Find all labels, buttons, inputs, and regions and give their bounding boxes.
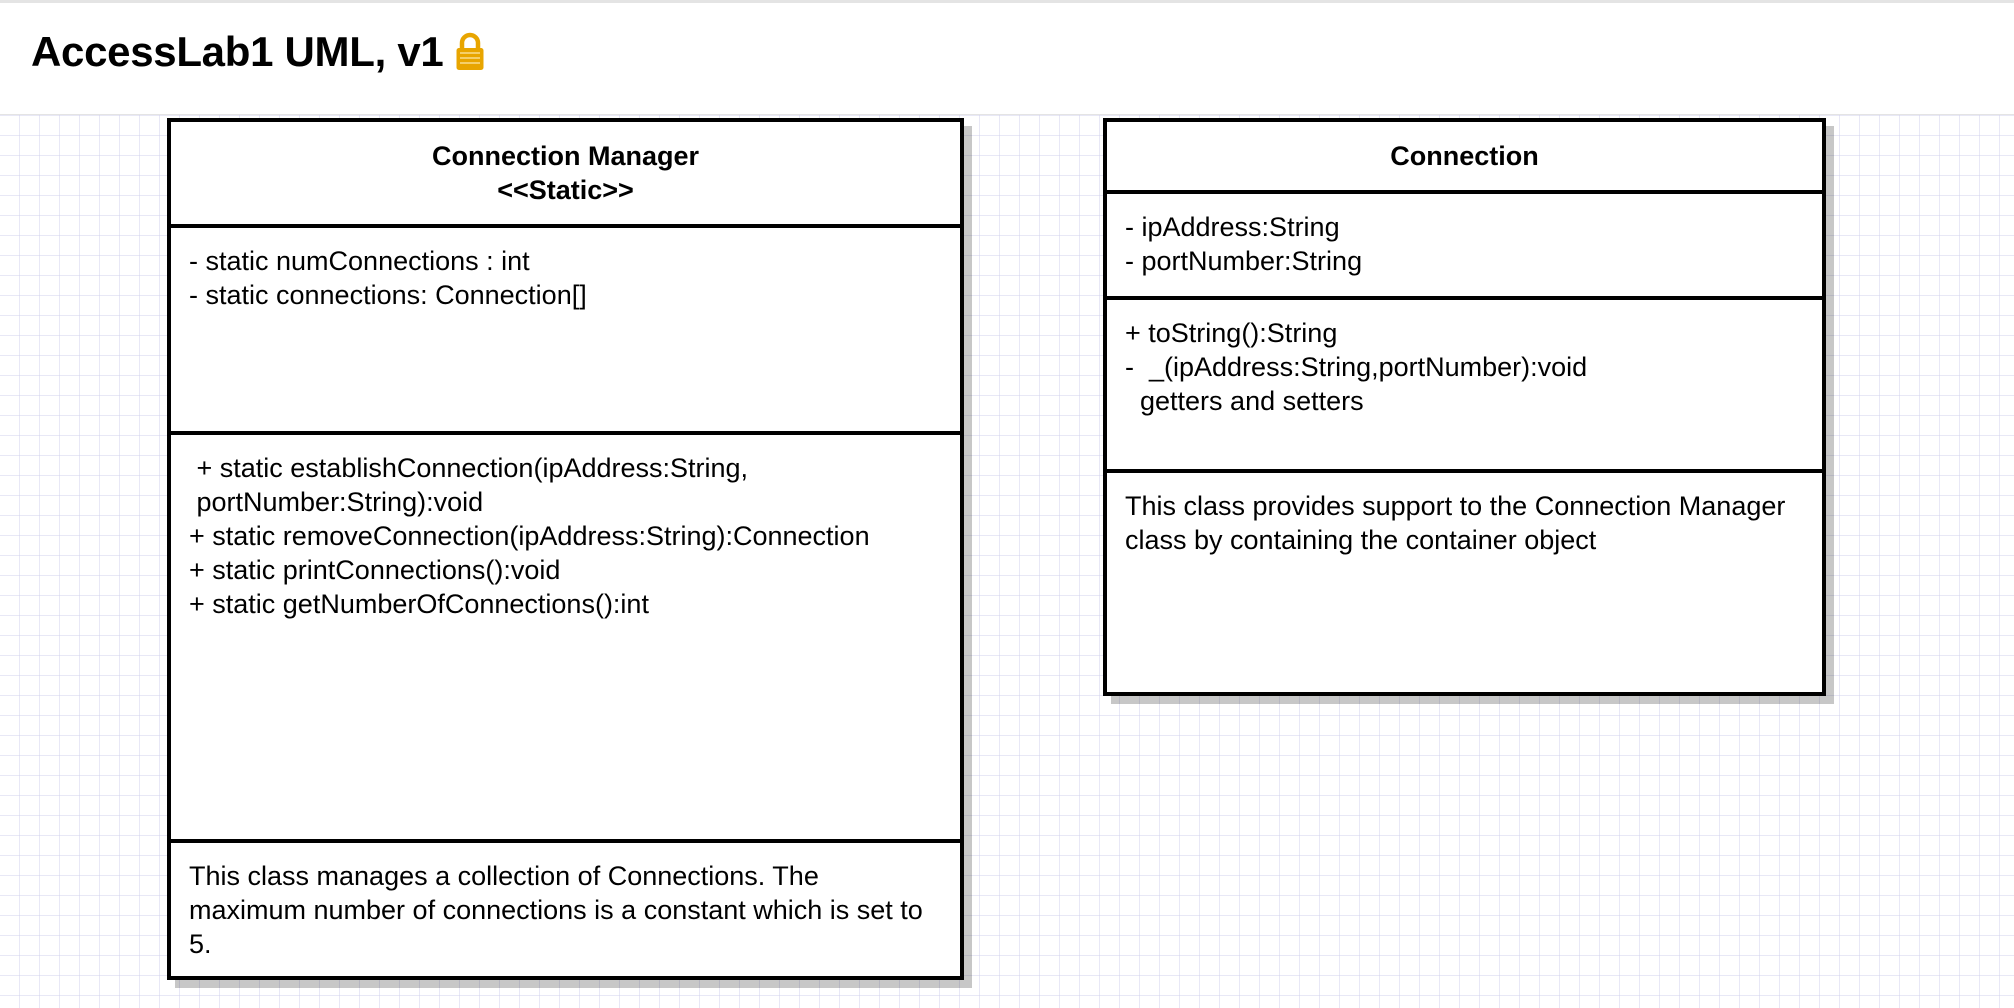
uml-class-connection[interactable]: Connection - ipAddress:String - portNumb… — [1103, 118, 1826, 696]
attribute-item: - static connections: Connection[] — [189, 280, 587, 310]
class-description: This class provides support to the Conne… — [1125, 491, 1786, 555]
attributes-section[interactable]: - static numConnections : int - static c… — [171, 228, 960, 435]
class-name: Connection Manager — [431, 141, 700, 171]
attributes-section[interactable]: - ipAddress:String - portNumber:String — [1107, 194, 1822, 300]
methods-section[interactable]: + toString():String - _(ipAddress:String… — [1107, 300, 1822, 473]
method-item: + static printConnections():void — [189, 555, 561, 585]
method-item: + static removeConnection(ipAddress:Stri… — [189, 521, 870, 551]
method-item: + static getNumberOfConnections():int — [189, 589, 649, 619]
class-name-section: Connection — [1107, 122, 1822, 194]
class-stereotype: <<Static>> — [497, 175, 634, 205]
class-description: This class manages a collection of Conne… — [189, 861, 923, 959]
uml-class-connection-manager[interactable]: Connection Manager <<Static>> - static n… — [167, 118, 964, 980]
method-item: portNumber:String):void — [189, 487, 484, 517]
diagram-canvas[interactable]: Connection Manager <<Static>> - static n… — [0, 115, 2014, 1008]
attribute-item: - static numConnections : int — [189, 246, 530, 276]
methods-section[interactable]: + static establishConnection(ipAddress:S… — [171, 435, 960, 843]
attribute-item: - ipAddress:String — [1125, 212, 1340, 242]
method-item: getters and setters — [1125, 386, 1364, 416]
description-section[interactable]: This class provides support to the Conne… — [1107, 473, 1822, 692]
document-title[interactable]: AccessLab1 UML, v1 — [31, 28, 444, 75]
method-item: + toString():String — [1125, 318, 1338, 348]
lock-icon[interactable] — [455, 32, 485, 72]
class-name-section: Connection Manager <<Static>> — [171, 122, 960, 228]
class-name: Connection — [1390, 141, 1539, 171]
description-section[interactable]: This class manages a collection of Conne… — [171, 843, 960, 976]
method-item: + static establishConnection(ipAddress:S… — [189, 453, 749, 483]
document-header: AccessLab1 UML, v1 — [0, 0, 2014, 115]
method-item: - _(ipAddress:String,portNumber):void — [1125, 352, 1588, 382]
attribute-item: - portNumber:String — [1125, 246, 1363, 276]
title-bar: AccessLab1 UML, v1 — [31, 31, 485, 73]
